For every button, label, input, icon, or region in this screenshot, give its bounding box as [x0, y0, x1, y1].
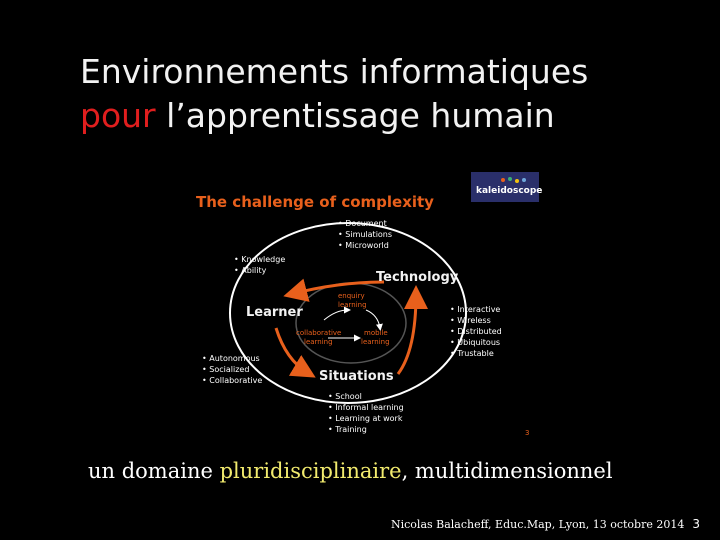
list-item: • Learning at work	[328, 414, 403, 423]
learner-top-list: • Knowledge • Ability	[234, 255, 285, 275]
subtitle-suffix: , multidimensionnel	[401, 459, 613, 483]
list-item: • School	[328, 392, 362, 401]
list-item: • Distributed	[450, 327, 502, 336]
list-item: • Autonomous	[202, 354, 260, 363]
list-item: • Collaborative	[202, 376, 262, 385]
technology-top-list: • Document • Simulations • Microworld	[338, 219, 392, 250]
list-item: • Microworld	[338, 241, 389, 250]
title-line-1: Environnements informatiques	[80, 52, 589, 91]
slide-title: Environnements informatiques pour l’appr…	[80, 50, 588, 138]
complexity-diagram: The challenge of complexity kaleidoscope…	[188, 170, 548, 440]
node-learner: Learner	[246, 305, 303, 320]
list-item: • Training	[328, 425, 367, 434]
corner-mark: 3	[525, 429, 529, 437]
outer-ring	[229, 222, 467, 404]
title-highlight: pour	[80, 96, 156, 135]
inner-collab-2: learning	[304, 338, 333, 346]
footer-text: Nicolas Balacheff, Educ.Map, Lyon, 13 oc…	[391, 518, 685, 531]
slide-footer: Nicolas Balacheff, Educ.Map, Lyon, 13 oc…	[391, 517, 700, 531]
title-line-2-rest: l’apprentissage humain	[155, 96, 555, 135]
node-technology: Technology	[376, 270, 459, 285]
list-item: • Knowledge	[234, 255, 285, 264]
inner-mobile-2: learning	[361, 338, 390, 346]
technology-right-list: • Interactive • Wireless • Distributed •…	[450, 305, 502, 358]
list-item: • Ability	[234, 266, 267, 275]
title-line-2: pour l’apprentissage humain	[80, 94, 588, 138]
learner-bottom-list: • Autonomous • Socialized • Collaborativ…	[202, 354, 262, 385]
list-item: • Wireless	[450, 316, 491, 325]
subtitle-prefix: un domaine	[88, 459, 220, 483]
inner-collab-1: collaborative	[296, 329, 341, 337]
kaleidoscope-logo	[471, 172, 539, 202]
inner-mobile-1: mobile	[364, 329, 388, 337]
list-item: • Informal learning	[328, 403, 404, 412]
list-item: • Simulations	[338, 230, 392, 239]
subtitle-highlight: pluridisciplinaire	[219, 459, 402, 483]
situations-bottom-list: • School • Informal learning • Learning …	[328, 392, 404, 434]
inner-enquiry-2: learning	[338, 301, 367, 309]
logo-text: kaleidoscope	[476, 186, 542, 196]
inner-enquiry-1: enquiry	[338, 292, 365, 300]
list-item: • Document	[338, 219, 387, 228]
list-item: • Socialized	[202, 365, 249, 374]
arrow-situations-to-technology	[396, 285, 428, 375]
list-item: • Trustable	[450, 349, 494, 358]
list-item: • Ubiquitous	[450, 338, 500, 347]
node-situations: Situations	[319, 369, 394, 384]
page-number: 3	[692, 517, 700, 531]
diagram-heading: The challenge of complexity	[196, 193, 434, 211]
arrow-learner-to-situations	[274, 327, 316, 378]
slide-subtitle: un domaine pluridisciplinaire, multidime…	[88, 459, 613, 483]
list-item: • Interactive	[450, 305, 500, 314]
arrow-technology-to-learner	[283, 278, 385, 302]
